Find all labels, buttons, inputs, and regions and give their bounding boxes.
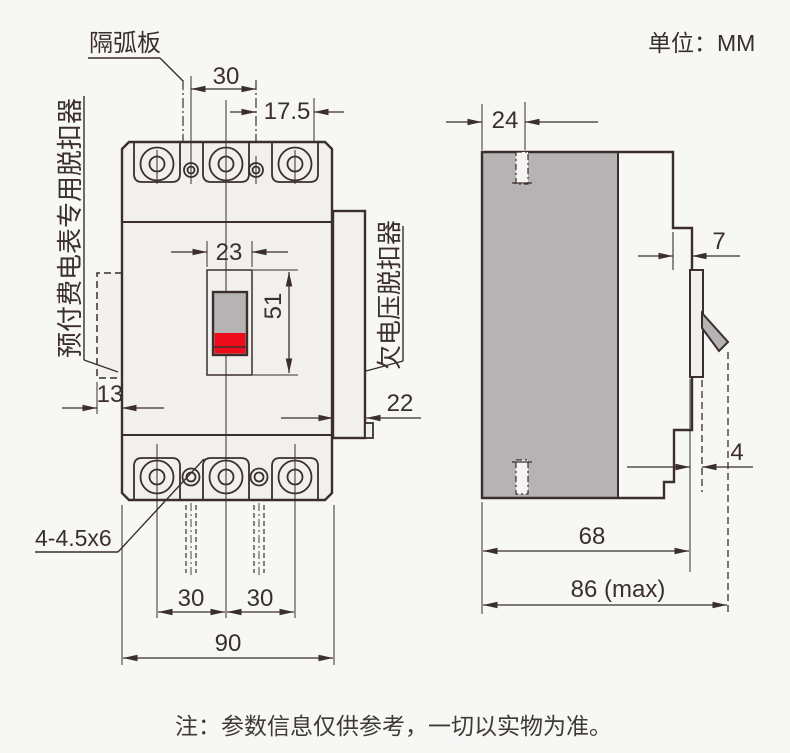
dim-text-handle-clearance: 4 (730, 439, 743, 466)
dim-text-mount-offset: 24 (492, 107, 519, 134)
dim-right-tab: 22 (281, 390, 421, 422)
mount-slot-label: 4-4.5x6 (35, 525, 112, 551)
dim-overall-width: 90 (121, 505, 335, 665)
callout-mount-slot: 4-4.5x6 (35, 458, 205, 553)
dim-text-pitch-left: 30 (178, 585, 205, 612)
top-terminals (133, 143, 319, 184)
side-view-base (482, 152, 618, 498)
dim-mount-hole-offset: 24 (446, 102, 598, 150)
dim-text-handle-height: 51 (260, 293, 287, 320)
handle-window (206, 269, 253, 376)
dim-text-right-tab: 22 (387, 390, 414, 417)
dim-text-max-depth: 86 (max) (571, 576, 666, 603)
unit-label: 单位：MM (648, 30, 755, 56)
callout-prepaid-release: 预付费电表专用脱扣器 (55, 96, 119, 373)
undervoltage-release-label: 欠电压脱扣器 (376, 220, 404, 370)
dim-body-depth: 68 (483, 523, 689, 555)
dim-max-depth: 86 (max) (483, 576, 727, 609)
dim-text-pole-offset: 17.5 (264, 98, 311, 125)
dim-handle-width: 23 (171, 239, 288, 267)
dim-screw-pitch-top: 30 (191, 63, 256, 93)
dim-front-step: 7 (638, 228, 740, 260)
front-view: 30 17.5 23 51 13 (35, 30, 421, 665)
dim-side-recess: 13 (62, 381, 164, 414)
note-text: 注：参数信息仅供参考，一切以实物为准。 (175, 713, 612, 739)
mount-slot-projections (185, 505, 265, 573)
dim-pole-offset-top: 17.5 (230, 98, 344, 142)
undervoltage-release-tab (331, 209, 367, 440)
callout-arc-plate: 隔弧板 (88, 30, 184, 82)
prepaid-release-dashed-box (96, 272, 122, 379)
dim-text-pitch-right: 30 (247, 585, 274, 612)
tab-foot (364, 422, 374, 439)
arc-plate-label: 隔弧板 (89, 30, 161, 57)
dim-text-side-recess: 13 (97, 381, 124, 408)
dim-pole-pitch: 30 30 (158, 585, 294, 616)
dim-text-top-pitch: 30 (213, 63, 240, 90)
dim-text-front-step: 7 (712, 228, 725, 255)
prepaid-release-label: 预付费电表专用脱扣器 (55, 98, 85, 358)
side-view-outline (480, 150, 694, 500)
operating-handle (211, 290, 249, 357)
dim-handle-clearance: 4 (627, 439, 753, 471)
handle-lever (701, 310, 730, 353)
side-mount-slots (512, 151, 532, 495)
dim-text-overall-width: 90 (215, 630, 242, 657)
side-view: 24 7 4 68 86 (max) (446, 102, 753, 616)
bottom-terminals (133, 457, 319, 499)
dim-text-handle-width: 23 (216, 239, 243, 266)
callout-undervoltage-release: 欠电压脱扣器 (365, 220, 404, 372)
dim-text-body-depth: 68 (579, 523, 606, 550)
dim-handle-height: 51 (253, 269, 298, 376)
